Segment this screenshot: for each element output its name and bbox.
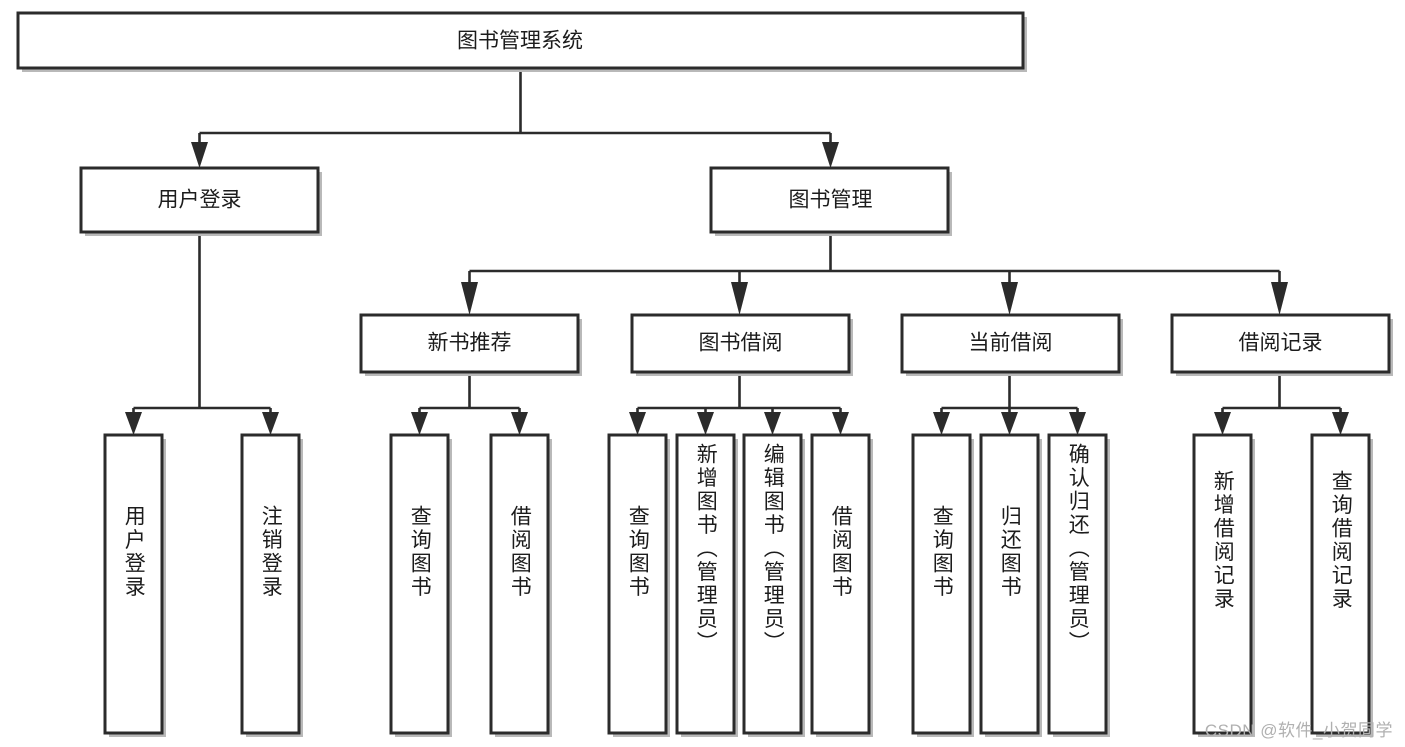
leaf-book-borrow-3-rect	[742, 433, 803, 735]
leaf-book-borrow-4-rect	[810, 433, 871, 735]
node-book-borrow-label: 图书借阅	[699, 332, 783, 355]
node-book-management[interactable]: 图书管理	[709, 166, 952, 236]
node-book-borrow-rect	[630, 313, 851, 374]
leaf-box-borrow-record-2[interactable]	[1310, 433, 1373, 737]
leaf-box-user-login-1[interactable]	[103, 433, 166, 737]
leaf-book-borrow-1-rect	[607, 433, 668, 735]
node-user-login-rect	[79, 166, 320, 234]
node-book-management-label: 图书管理	[789, 189, 873, 212]
leaf-box-book-borrow-4[interactable]	[810, 433, 873, 737]
leaf-box-book-borrow-3[interactable]	[742, 433, 805, 737]
leaf-box-user-login-2[interactable]	[240, 433, 303, 737]
arrow-userlogin-leaf-2	[262, 412, 279, 435]
leaf-book-borrow-2-rect	[675, 433, 736, 735]
leaf-box-current-borrow-1[interactable]	[911, 433, 974, 737]
arrow-to-new-book-recommend	[461, 282, 478, 315]
node-user-login-label: 用户登录	[158, 189, 242, 212]
leaf-current-borrow-1-rect	[911, 433, 972, 735]
leaf-new-book-2-rect	[489, 433, 550, 735]
node-user-login[interactable]: 用户登录	[79, 166, 322, 236]
leaf-borrow-record-2-rect	[1310, 433, 1371, 735]
arrow-userlogin-leaf-1	[125, 412, 142, 435]
leaf-box-borrow-record-1[interactable]	[1192, 433, 1255, 737]
leaf-user-login-2-rect	[240, 433, 301, 735]
node-root-system[interactable]: 图书管理系统	[16, 11, 1027, 72]
leaf-new-book-1-rect	[389, 433, 450, 735]
arrow-currentborrow-leaf-3	[1069, 412, 1086, 435]
leaf-borrow-record-1-rect	[1192, 433, 1253, 735]
node-book-borrow[interactable]: 图书借阅	[630, 313, 853, 376]
leaf-user-login-1-rect	[103, 433, 164, 735]
arrow-borrowrecord-leaf-1	[1214, 412, 1231, 435]
node-current-borrow-rect	[900, 313, 1121, 374]
leaf-box-new-book-1[interactable]	[389, 433, 452, 737]
leaf-box-current-borrow-2[interactable]	[979, 433, 1042, 737]
arrow-bookborrow-leaf-4	[832, 412, 849, 435]
arrow-bookborrow-leaf-2	[697, 412, 714, 435]
node-current-borrow[interactable]: 当前借阅	[900, 313, 1123, 376]
arrow-bookborrow-leaf-3	[764, 412, 781, 435]
arrow-root-to-book-mgmt	[822, 142, 839, 168]
arrow-bookborrow-leaf-1	[629, 412, 646, 435]
leaf-box-current-borrow-3[interactable]	[1047, 433, 1110, 737]
arrow-currentborrow-leaf-2	[1001, 412, 1018, 435]
arrow-newbook-leaf-2	[511, 412, 528, 435]
arrow-newbook-leaf-1	[411, 412, 428, 435]
arrow-root-to-user-login	[191, 142, 208, 168]
node-new-book-recommend[interactable]: 新书推荐	[359, 313, 582, 376]
connector-layer	[125, 68, 1349, 435]
node-root-rect	[16, 11, 1025, 70]
node-borrow-record[interactable]: 借阅记录	[1170, 313, 1393, 376]
arrow-to-current-borrow	[1001, 282, 1018, 315]
leaf-current-borrow-3-rect	[1047, 433, 1108, 735]
arrow-to-borrow-record	[1271, 282, 1288, 315]
node-current-borrow-label: 当前借阅	[969, 332, 1053, 355]
leaf-current-borrow-2-rect	[979, 433, 1040, 735]
leaf-box-book-borrow-1[interactable]	[607, 433, 670, 737]
node-book-management-rect	[709, 166, 950, 234]
arrow-to-book-borrow	[731, 282, 748, 315]
arrow-borrowrecord-leaf-2	[1332, 412, 1349, 435]
leaf-box-book-borrow-2[interactable]	[675, 433, 738, 737]
node-borrow-record-rect	[1170, 313, 1391, 374]
node-root-label: 图书管理系统	[457, 30, 583, 53]
node-new-book-recommend-label: 新书推荐	[428, 332, 512, 355]
leaf-box-new-book-2[interactable]	[489, 433, 552, 737]
node-borrow-record-label: 借阅记录	[1239, 332, 1323, 355]
csdn-watermark: CSDN @软件_小贺同学	[1204, 721, 1393, 740]
arrow-currentborrow-leaf-1	[933, 412, 950, 435]
node-new-book-recommend-rect	[359, 313, 580, 374]
